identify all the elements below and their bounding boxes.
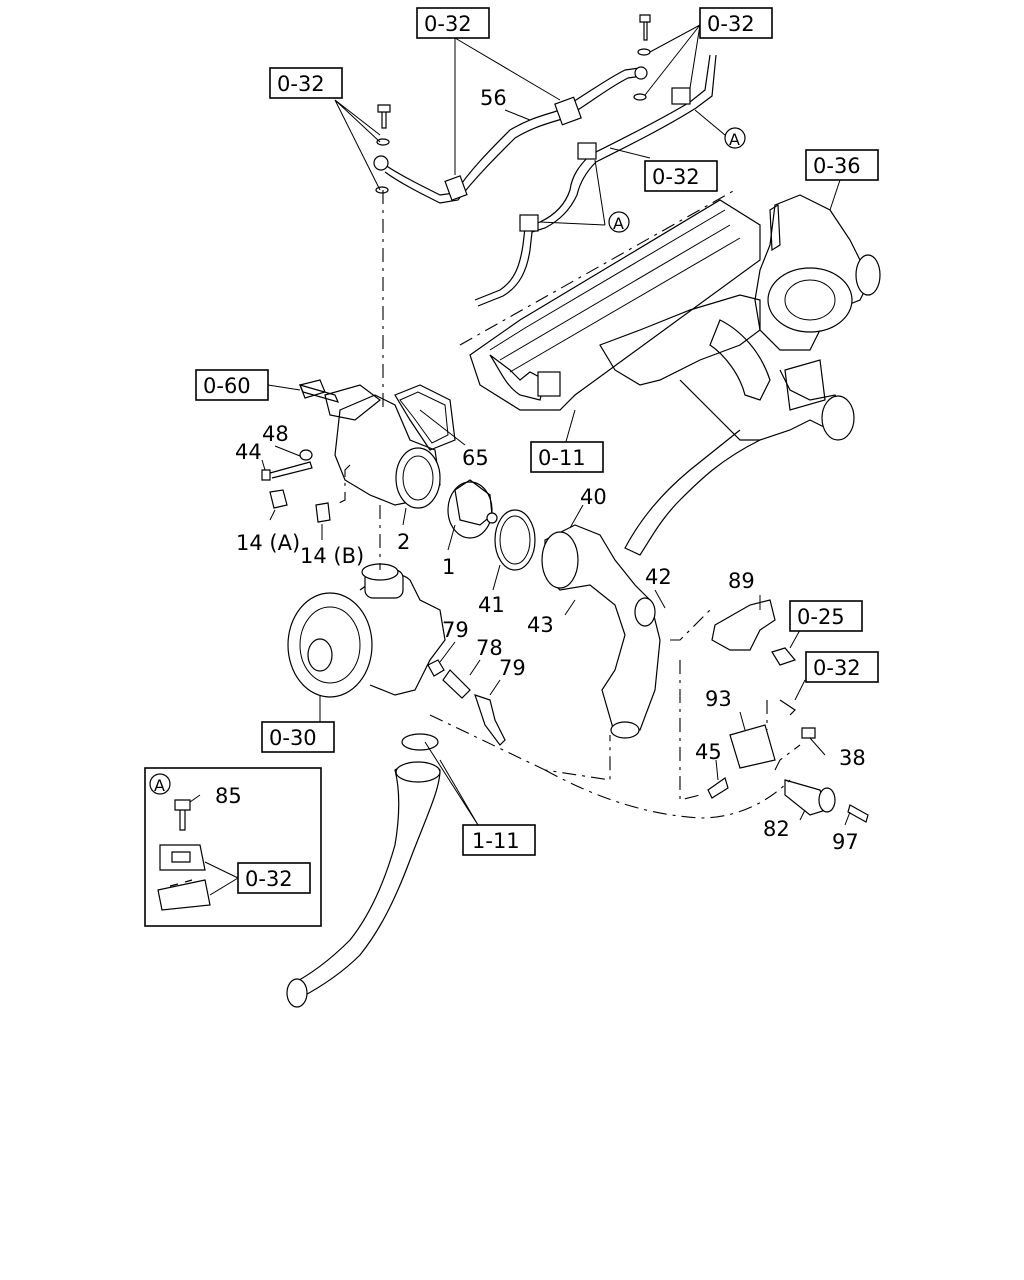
ref-label: 0-11 (538, 446, 586, 470)
ref-label: 0-32 (245, 867, 293, 891)
ref-box-0-36: 0-36 (805, 149, 879, 181)
callout-a-mid-text: A (613, 214, 624, 233)
water-outlet-pipe-40 (541, 524, 661, 739)
ref-label: 0-36 (813, 154, 861, 178)
part-number-93: 93 (705, 687, 732, 711)
ref-box-0-60: 0-60 (195, 369, 269, 401)
inset-detail-a: A (144, 767, 322, 927)
part-number-14a: 14 (A) (236, 531, 300, 555)
bolts-44-48-14 (261, 449, 331, 523)
ref-box-0-32-topright: 0-32 (699, 7, 773, 39)
part-number-65: 65 (462, 446, 489, 470)
inset-callout-a: A (154, 776, 165, 795)
ref-box-0-32-inset: 0-32 (237, 862, 311, 894)
part-number-41: 41 (478, 593, 505, 617)
water-pump (287, 563, 446, 698)
part-number-56: 56 (480, 86, 507, 110)
callout-a-mid: A (608, 211, 630, 233)
part-number-42: 42 (645, 565, 672, 589)
part-number-43: 43 (527, 613, 554, 637)
ref-box-0-32-top: 0-32 (416, 7, 490, 39)
ref-box-0-11: 0-11 (530, 441, 604, 473)
ref-label: 0-32 (277, 72, 325, 96)
sensor-0-60 (298, 384, 340, 403)
stud-45-pipe-82 (707, 777, 869, 823)
ref-label: 0-32 (707, 12, 755, 36)
ref-box-1-11: 1-11 (462, 824, 536, 856)
part-number-85: 85 (215, 784, 242, 808)
plate-93 (729, 699, 816, 769)
part-number-79a: 79 (442, 618, 469, 642)
ref-label: 0-32 (424, 12, 472, 36)
part-number-14b: 14 (B) (300, 544, 364, 568)
ref-box-0-32-left: 0-32 (269, 67, 343, 99)
ref-label: 0-32 (813, 656, 861, 680)
ref-box-0-25: 0-25 (789, 600, 863, 632)
bracket-89 (711, 599, 797, 666)
gasket-41 (494, 509, 536, 571)
part-number-78: 78 (476, 636, 503, 660)
thermostat-housing (299, 379, 456, 509)
oil-pipe-56 (373, 66, 648, 204)
rocker-cover (459, 189, 761, 411)
top-bolts (375, 14, 651, 194)
oil-pipe-return (474, 54, 717, 307)
part-number-1: 1 (442, 555, 455, 579)
ref-box-0-32-right: 0-32 (805, 651, 879, 683)
ref-box-0-30: 0-30 (261, 721, 335, 753)
part-number-45: 45 (695, 740, 722, 764)
callout-a-top-text: A (729, 130, 740, 149)
turbocharger (599, 194, 881, 556)
hose-78 (427, 659, 506, 746)
part-number-48: 48 (262, 422, 289, 446)
assembly-lines (334, 190, 801, 819)
thermostat (447, 479, 498, 539)
ref-label: 0-30 (269, 726, 317, 750)
radiator-hose (286, 733, 441, 1008)
part-number-38: 38 (839, 746, 866, 770)
callout-a-top: A (724, 127, 746, 149)
part-number-44: 44 (235, 440, 262, 464)
ref-label: 0-32 (652, 165, 700, 189)
part-number-79b: 79 (499, 656, 526, 680)
leader-lines (261, 24, 851, 826)
ref-box-0-32-mid: 0-32 (644, 160, 718, 192)
part-number-40: 40 (580, 485, 607, 509)
ref-label: 0-60 (203, 374, 251, 398)
part-labels: 56 48 44 14 (A) 14 (B) 2 1 65 41 40 42 4… (215, 86, 866, 854)
part-number-82: 82 (763, 817, 790, 841)
part-number-89: 89 (728, 569, 755, 593)
ref-label: 0-25 (797, 605, 845, 629)
part-number-2: 2 (397, 530, 410, 554)
ref-label: 1-11 (472, 829, 520, 853)
part-number-97: 97 (832, 830, 859, 854)
